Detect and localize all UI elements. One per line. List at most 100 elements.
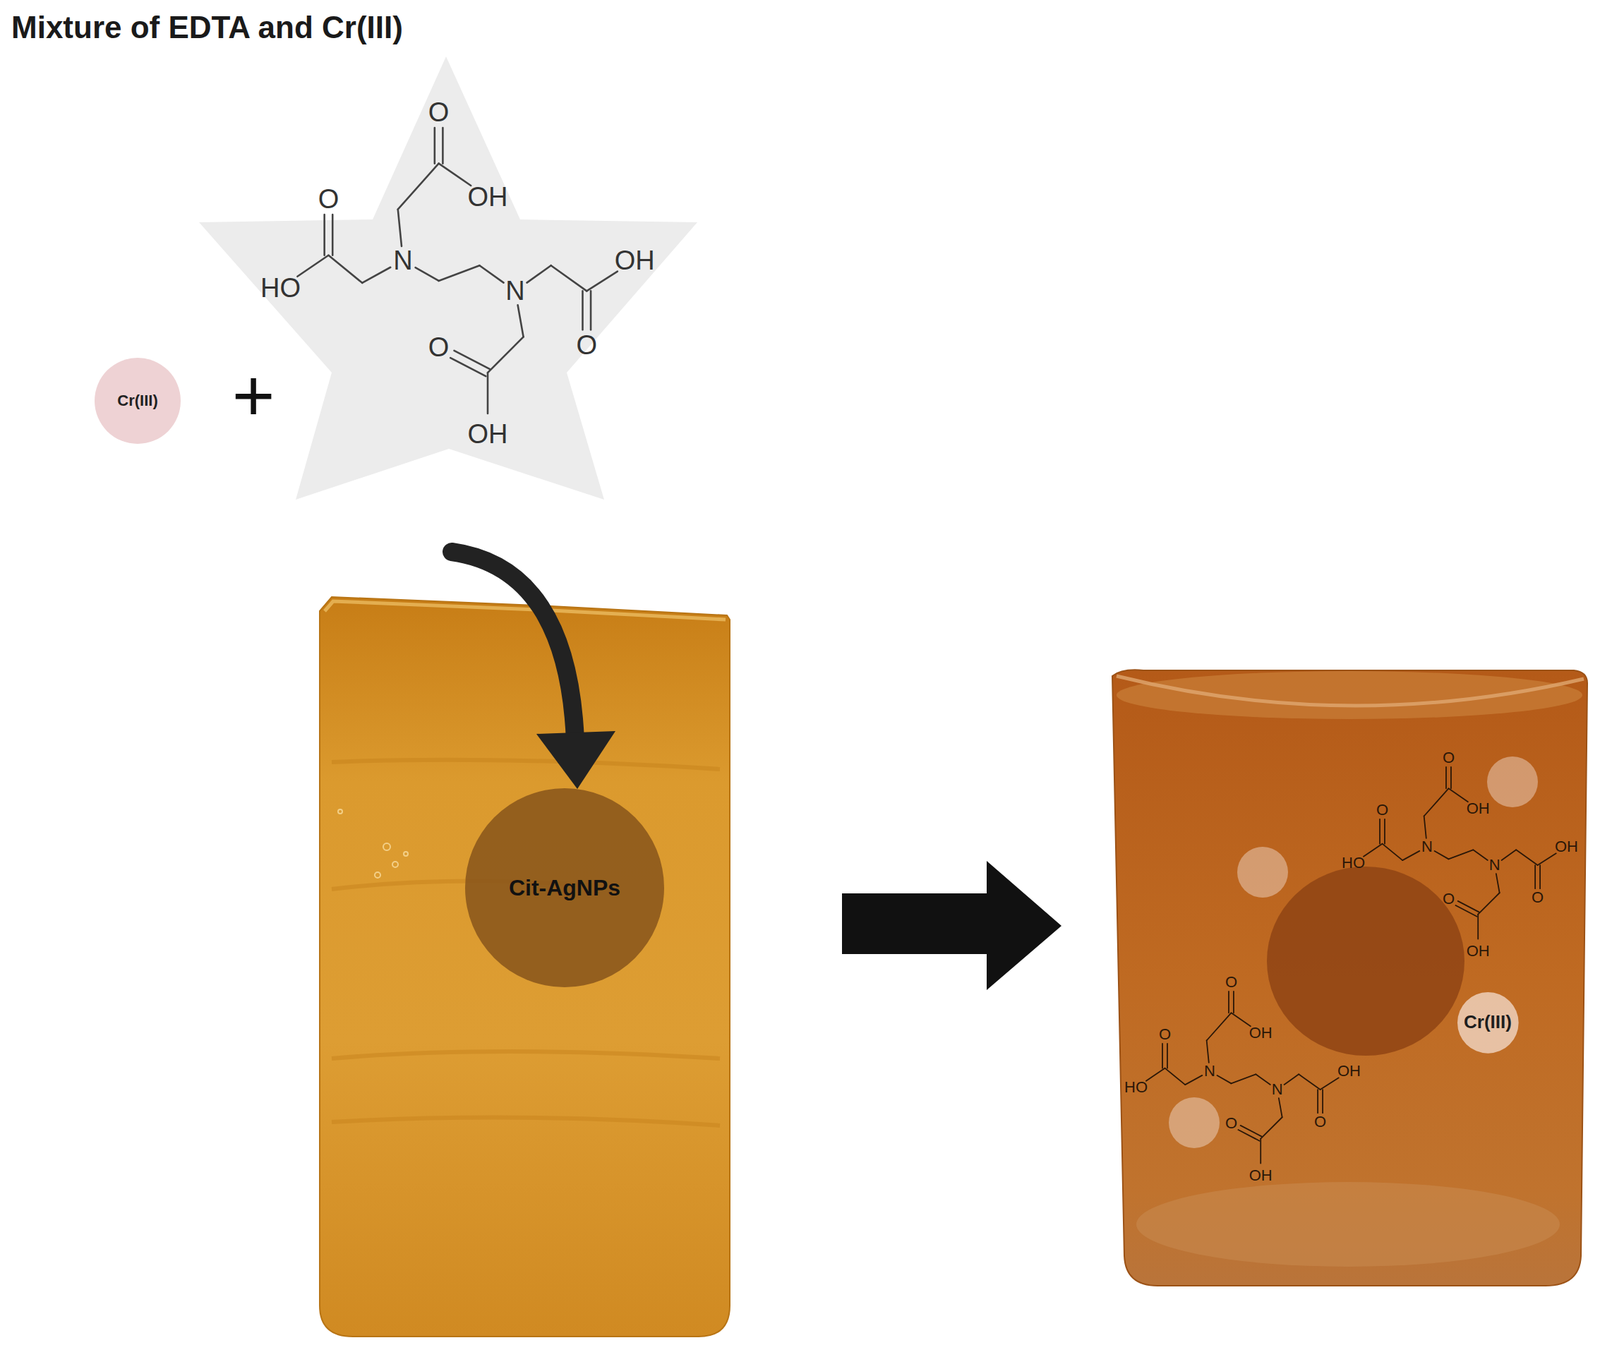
chemical-bond <box>1320 1077 1339 1090</box>
chemical-bond <box>1477 892 1500 914</box>
atom-label: N <box>1271 1081 1284 1098</box>
chemical-bond <box>586 271 618 292</box>
atom-label: OH <box>1249 1025 1273 1042</box>
chemical-bond <box>1363 844 1383 857</box>
circle-shape <box>465 788 665 988</box>
chemical-bond <box>590 290 593 330</box>
beaker-top-surface <box>1116 671 1583 720</box>
chemical-bond <box>1228 991 1230 1013</box>
atom-label: O <box>1158 1026 1171 1043</box>
chemical-bond <box>486 372 490 414</box>
edta-structure <box>297 127 617 414</box>
beaker-left <box>319 597 730 1337</box>
atom-label: O <box>428 98 450 126</box>
chemical-bond <box>1237 1129 1260 1142</box>
chemical-bond <box>398 209 402 247</box>
atom-label: N <box>1204 1063 1216 1080</box>
atom-label: O <box>1442 750 1455 766</box>
chromium-halos <box>1168 756 1538 1149</box>
chemical-bond <box>1298 1074 1320 1090</box>
atom-label: OH <box>614 247 655 274</box>
chemical-bond <box>1185 1075 1202 1085</box>
chemical-bond <box>434 127 437 164</box>
chemical-bond <box>1448 849 1473 859</box>
chemical-bond <box>328 255 363 284</box>
chemical-bond <box>1537 853 1557 866</box>
nanoparticle-circle: Cit-AgNPs <box>464 787 665 989</box>
chemical-bond <box>1230 1074 1256 1084</box>
chemical-bond <box>551 265 588 291</box>
chemical-bond <box>450 357 486 377</box>
chemical-bond <box>1146 1068 1166 1082</box>
chemical-bond <box>323 214 326 256</box>
atom-label: N <box>505 277 525 305</box>
beaker-right <box>1112 669 1588 1286</box>
beaker-top-lip <box>1116 676 1584 706</box>
atom-label: O <box>1531 889 1544 906</box>
chemical-bond <box>398 163 439 210</box>
curved-arrow <box>451 551 576 742</box>
edta-structure <box>1146 991 1339 1164</box>
chemical-bond <box>1450 767 1452 789</box>
atom-label: HO <box>260 274 301 302</box>
circle-shape <box>1457 992 1519 1054</box>
liquid-streaks <box>331 760 720 1126</box>
chemical-bond <box>438 163 472 186</box>
chemical-bond <box>487 336 524 373</box>
curved-arrow-head <box>536 731 616 790</box>
atom-label: O <box>1314 1114 1327 1130</box>
chemical-bond <box>1472 849 1488 861</box>
chemical-bond <box>1260 1117 1282 1139</box>
chemical-bond <box>331 214 334 256</box>
chemical-bond <box>1230 1012 1250 1027</box>
chemical-bond <box>415 267 439 281</box>
atom-label: O <box>1442 891 1455 907</box>
atom-label: OH <box>467 420 509 448</box>
node-label: Cit-AgNPs <box>508 875 621 902</box>
chemical-bond <box>1402 851 1420 861</box>
atom-label: O <box>1376 802 1389 818</box>
atom-label: OH <box>1337 1063 1361 1080</box>
chemical-bond <box>1516 849 1538 866</box>
chemical-bond <box>1255 1074 1271 1085</box>
chemical-bond <box>438 265 480 281</box>
atom-label: N <box>393 247 413 274</box>
chemical-bond <box>1534 865 1536 889</box>
chemical-bond <box>1445 767 1447 789</box>
chemical-bond <box>1379 819 1381 845</box>
chemical-bond <box>1284 1074 1300 1085</box>
figure-title: Mixture of EDTA and Cr(III) <box>11 9 403 46</box>
chemical-bond <box>454 350 490 370</box>
chemical-bond <box>1164 1068 1186 1085</box>
chemical-bond <box>581 290 584 330</box>
atom-label: O <box>575 331 598 359</box>
chemical-bond <box>1384 819 1386 845</box>
chemical-bond <box>1434 851 1449 859</box>
chemical-bond <box>1458 901 1480 913</box>
atom-label: O <box>1225 974 1238 991</box>
atom-label: O <box>318 185 340 213</box>
chemical-bond <box>1501 849 1517 861</box>
chemical-bond <box>1455 905 1477 917</box>
atom-label: N <box>1421 839 1433 855</box>
chemical-bond <box>1424 816 1427 839</box>
bubbles <box>338 809 408 878</box>
atom-label: HO <box>1341 855 1365 871</box>
chromium-ion: Cr(III) <box>93 357 182 445</box>
chemical-bond <box>1206 1041 1209 1063</box>
atom-label: OH <box>1466 943 1490 960</box>
chemical-bond <box>1240 1125 1262 1138</box>
chemical-bond <box>527 265 552 283</box>
chemical-bond <box>518 304 524 337</box>
chemical-bond <box>1259 1139 1262 1164</box>
atom-label: O <box>1225 1115 1238 1132</box>
atom-label: O <box>428 333 450 361</box>
atom-label: OH <box>1554 839 1579 855</box>
atom-label: OH <box>1466 801 1490 817</box>
chemical-bond <box>1448 788 1468 802</box>
chemical-bond <box>1161 1043 1164 1069</box>
edta-structure <box>1363 767 1557 940</box>
beaker-rim <box>324 601 726 620</box>
